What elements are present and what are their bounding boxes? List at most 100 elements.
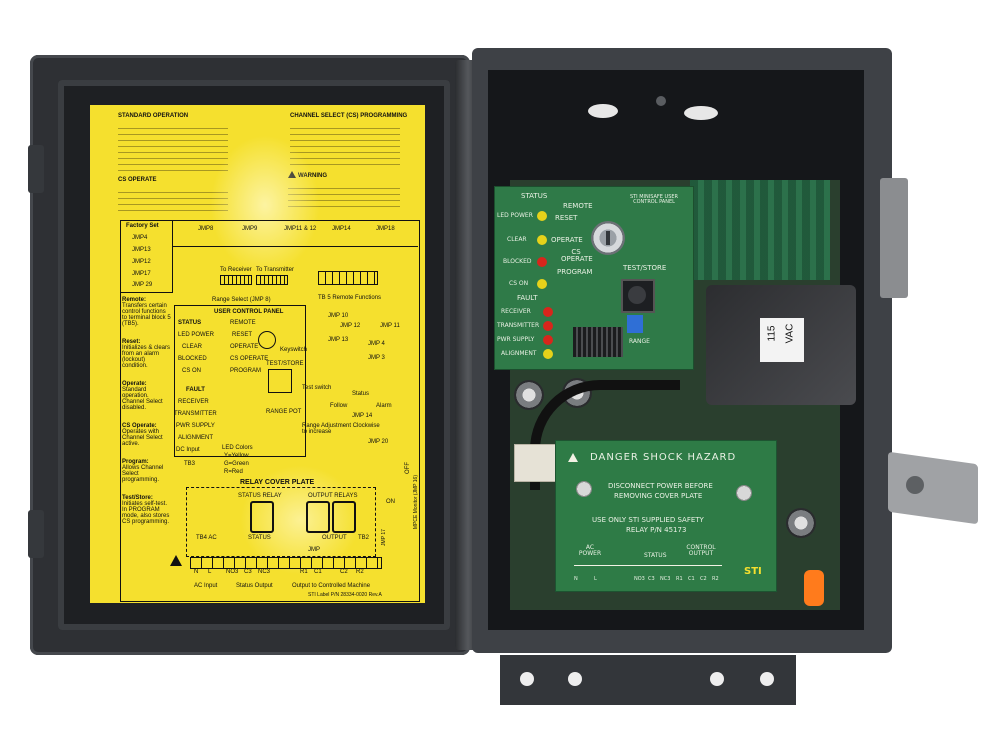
term-r1: R1	[300, 569, 308, 575]
ucp-clear: CLEAR	[182, 344, 203, 350]
output-relay-icon-2	[332, 501, 356, 533]
ac-input: AC Input	[194, 583, 218, 589]
test-store-button[interactable]	[621, 279, 655, 313]
cover-term-r1: R1	[676, 576, 683, 582]
jmp-header-4: JMP14	[332, 226, 351, 232]
status-relay-icon	[250, 501, 274, 533]
factory-jmp-1: JMP4	[132, 235, 148, 241]
status-alarm: Alarm	[376, 403, 392, 409]
pcb-clear: CLEAR	[507, 236, 527, 243]
label-cs-operate-lines	[118, 187, 228, 211]
led-transmitter-indicator	[543, 321, 553, 331]
range-select: Range Select (JMP 8)	[212, 297, 271, 303]
term-nc3: NC3	[258, 569, 271, 575]
status-follow-title: Status	[352, 391, 370, 397]
ucp-reset: RESET	[232, 332, 253, 338]
dc-input: DC Input	[176, 447, 200, 453]
cover-brand: STI	[744, 566, 762, 577]
sidebar-title-4: CS Operate:	[122, 423, 157, 429]
black-cable	[530, 380, 680, 490]
tb3: TB3	[184, 461, 196, 467]
tab-hole-4	[760, 672, 774, 686]
transformer-voltage: 115	[766, 325, 778, 342]
terminal-block-white	[514, 444, 556, 482]
pcb-led-power: LED POWER	[497, 212, 533, 219]
cover-line-3: USE ONLY STI SUPPLIED SAFETY	[592, 516, 704, 524]
sidebar-title-1: Remote:	[122, 297, 147, 303]
led-colors-title: LED Colors	[222, 445, 253, 451]
cover-status: STATUS	[644, 552, 667, 559]
sidebar-title-5: Program:	[122, 459, 149, 465]
pcb-sti-title: STI MINISAFE USER CONTROL PANEL	[629, 194, 679, 205]
term-no3: NO3	[226, 569, 239, 575]
term-l: L	[208, 569, 212, 575]
ucp-program: PROGRAM	[230, 368, 262, 374]
cover-term-c1: C1	[688, 576, 695, 582]
to-transmitter: To Transmitter	[256, 267, 295, 273]
sidebar-descriptions: Remote: Transfers certain control functi…	[122, 297, 172, 525]
lid-latch-tab-lower	[28, 510, 44, 558]
range-pot[interactable]	[627, 315, 643, 333]
label-heading-standard: STANDARD OPERATION	[118, 113, 189, 119]
cover-line-4: RELAY P/N 45173	[626, 526, 687, 534]
label-heading-cs-operate: CS OPERATE	[118, 177, 157, 183]
pcb-alignment: ALIGNMENT	[501, 350, 537, 357]
factory-jmp-3: JMP12	[132, 259, 151, 265]
cover-terminal-diagram	[574, 565, 722, 574]
jmp-header-row: JMP8 JMP9 JMP11 & 12 JMP14 JMP18	[172, 220, 418, 247]
tab-hole-3	[710, 672, 724, 686]
connector-tb5	[318, 271, 378, 285]
label-footer: STI Label P/N 28334-0020 Rev.A	[308, 592, 382, 598]
cover-term-nc3: NC3	[660, 576, 671, 582]
label-wear-stain	[210, 135, 320, 275]
pcb-blocked: BLOCKED	[503, 258, 532, 265]
transformer-unit: VAC	[784, 323, 796, 344]
output-word: OUTPUT	[322, 535, 347, 541]
label-heading-cs-programming: CHANNEL SELECT (CS) PROGRAMMING	[290, 113, 408, 119]
ucp-alignment: ALIGNMENT	[178, 435, 214, 441]
cover-term-c2: C2	[700, 576, 707, 582]
tab-hole-1	[520, 672, 534, 686]
cover-term-c3: C3	[648, 576, 655, 582]
pcb-cs-operate: CS OPERATE	[561, 248, 593, 263]
pcb-upper-right-components	[690, 180, 830, 280]
latch-screw	[906, 476, 924, 494]
cover-ac-power: AC POWER	[578, 544, 602, 557]
jmp-side-6: JMP 3	[368, 355, 385, 361]
lid-latch-tab	[28, 145, 44, 193]
led-blocked-indicator	[537, 257, 547, 267]
cover-line-1: DISCONNECT POWER BEFORE	[608, 482, 713, 490]
led-color-r: R=Red	[224, 469, 243, 475]
jmp-label: JMP	[308, 547, 320, 553]
user-control-panel-box	[174, 305, 306, 457]
transformer-label: 115 VAC	[760, 318, 804, 362]
connector-transmitter	[256, 275, 288, 285]
connector-receiver	[220, 275, 252, 285]
wiring-diagram	[120, 220, 420, 602]
side-latch-bottom	[888, 451, 978, 525]
term-c1: C1	[314, 569, 322, 575]
jmp-header-3: JMP11 & 12	[284, 226, 317, 232]
pcb-test-store: TEST/STORE	[623, 264, 667, 272]
user-control-pcb: STATUS STI MINISAFE USER CONTROL PANEL L…	[494, 186, 694, 370]
relay-cover-box	[186, 487, 376, 557]
output-relays: OUTPUT RELAYS	[308, 493, 358, 499]
cover-screw-right	[736, 485, 752, 501]
output-machine: Output to Controlled Machine	[292, 583, 371, 589]
sidebar-text-5: Allows Channel Select programming.	[122, 465, 164, 483]
ucp-led-power: LED POWER	[178, 332, 215, 338]
test-store-button-cap	[628, 286, 646, 304]
status-follow: Follow	[330, 403, 348, 409]
cover-line-2: REMOVING COVER PLATE	[614, 492, 703, 500]
cover-title: DANGER SHOCK HAZARD	[590, 452, 737, 463]
jmp-side-1: JMP 10	[328, 313, 349, 319]
ucp-remote: REMOTE	[230, 320, 256, 326]
to-receiver: To Receiver	[220, 267, 252, 273]
sidebar-text-6: Initiates self-test. In PROGRAM mode, al…	[122, 501, 170, 525]
jmp-side-7: JMP 14	[352, 413, 373, 419]
term-c3: C3	[244, 569, 252, 575]
cover-screw-left	[576, 481, 592, 497]
pcb-transmitter: TRANSMITTER	[497, 322, 540, 329]
capacitor-1	[514, 380, 544, 410]
jmp-header-2: JMP9	[242, 226, 258, 232]
